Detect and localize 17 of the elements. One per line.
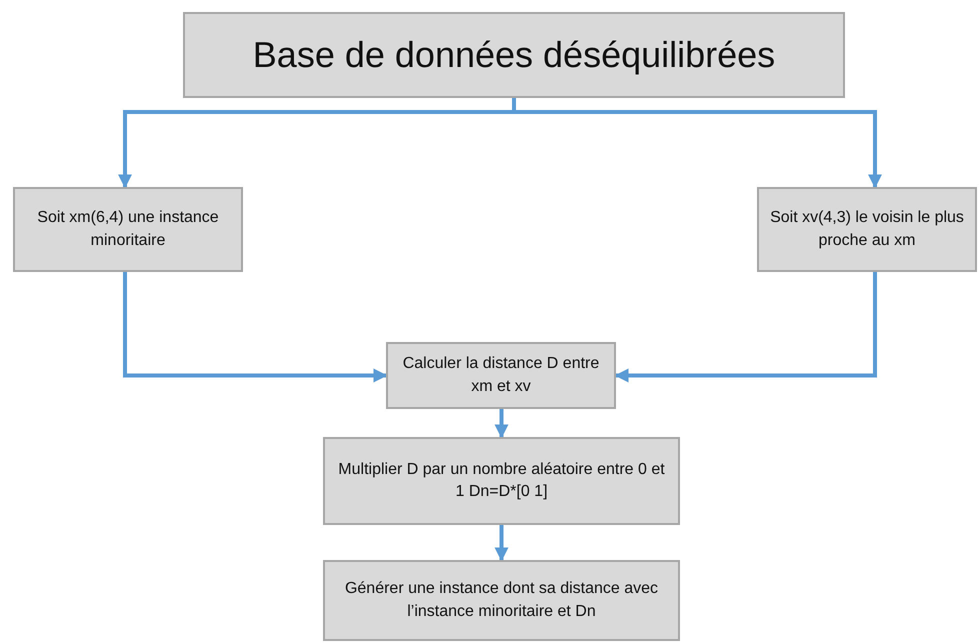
process-box xyxy=(323,437,680,525)
box-text: Multiplier D par un nombre aléatoire entre 0 et 1 Dn=D*[0 1] xyxy=(337,460,666,502)
process-box xyxy=(323,560,680,641)
process-box xyxy=(386,342,616,409)
process-box xyxy=(183,12,845,98)
arrow xyxy=(614,272,877,382)
box-text: Soit xv(4,3) le voisin le plus proche au xm xyxy=(769,208,965,250)
arrow xyxy=(512,98,882,188)
box-text: Soit xm(6,4) une instance minoritaire xyxy=(36,208,220,250)
arrow xyxy=(494,525,508,562)
process-box xyxy=(757,187,977,272)
process-box xyxy=(13,187,243,272)
box-text: Calculer la distance D entre xm et xv xyxy=(402,354,600,396)
box-text: Générer une instance dont sa distance avec l’instance minoritaire et Dn xyxy=(344,579,660,622)
box-text: Base de données déséquilibrées xyxy=(252,32,776,77)
arrow xyxy=(123,272,388,382)
arrow xyxy=(494,409,508,438)
